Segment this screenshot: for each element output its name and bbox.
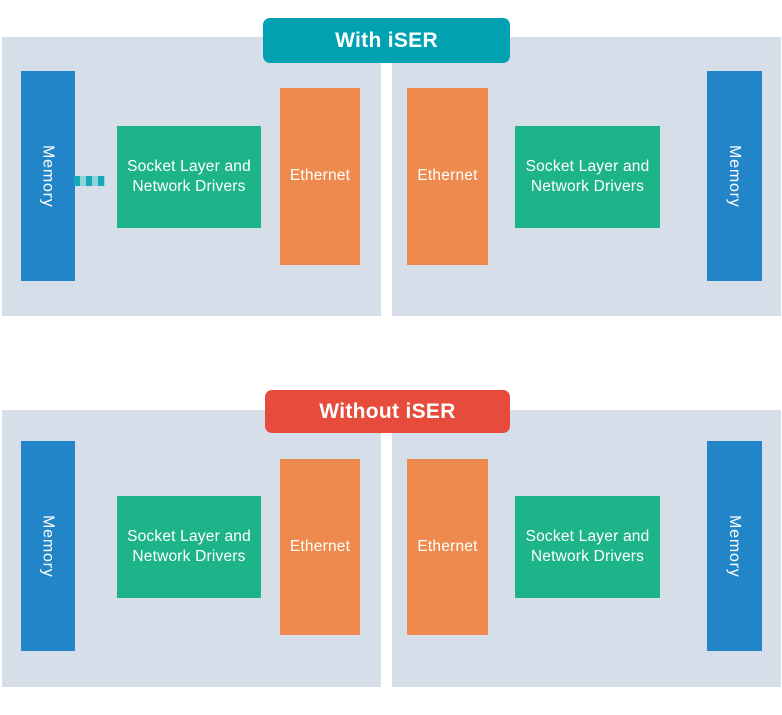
without-iser-title-badge: Without iSER — [265, 390, 510, 433]
memory-block: Memory — [21, 71, 75, 281]
ethernet-label: Ethernet — [417, 537, 478, 555]
ethernet-block: Ethernet — [280, 459, 360, 635]
ethernet-block: Ethernet — [407, 88, 488, 265]
ethernet-label: Ethernet — [289, 167, 351, 185]
memory-label: Memory — [39, 144, 57, 208]
memory-block: Memory — [707, 441, 762, 651]
without-iser-right-panel: Ethernet Socket Layer and Network Driver… — [392, 410, 781, 687]
ethernet-label: Ethernet — [417, 167, 478, 185]
memory-block: Memory — [707, 71, 762, 281]
ethernet-block: Ethernet — [280, 88, 360, 265]
with-iser-left-panel: Memory Socket Layer and Network Drivers … — [2, 37, 381, 316]
with-iser-title-badge: With iSER — [263, 18, 510, 63]
memory-socket-dashed-connector — [74, 176, 105, 186]
socket-layer-block: Socket Layer and Network Drivers — [117, 496, 261, 598]
socket-layer-block: Socket Layer and Network Drivers — [515, 496, 660, 598]
memory-label: Memory — [39, 514, 57, 578]
socket-label-line2: Network Drivers — [530, 178, 645, 195]
with-iser-right-panel: Ethernet Socket Layer and Network Driver… — [392, 37, 781, 316]
socket-layer-block: Socket Layer and Network Drivers — [117, 126, 261, 228]
memory-label: Memory — [726, 144, 744, 208]
socket-label-line1: Socket Layer and — [525, 527, 650, 545]
socket-label-line1: Socket Layer and — [127, 527, 251, 545]
socket-layer-block: Socket Layer and Network Drivers — [515, 126, 660, 228]
without-iser-left-panel: Memory Socket Layer and Network Drivers … — [2, 410, 381, 687]
ethernet-label: Ethernet — [289, 537, 351, 555]
socket-label-line2: Network Drivers — [132, 178, 246, 195]
socket-label-line1: Socket Layer and — [127, 157, 251, 175]
socket-label-line2: Network Drivers — [530, 548, 645, 565]
socket-label-line2: Network Drivers — [132, 548, 246, 565]
ethernet-block: Ethernet — [407, 459, 488, 635]
memory-block: Memory — [21, 441, 75, 651]
memory-label: Memory — [726, 514, 744, 578]
socket-label-line1: Socket Layer and — [525, 157, 650, 175]
